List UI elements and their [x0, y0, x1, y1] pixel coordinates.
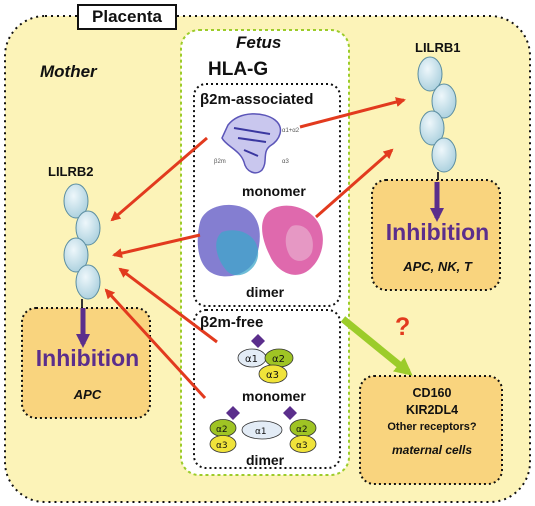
lilrb2-label: LILRB2	[48, 164, 94, 179]
lilrb1-label: LILRB1	[415, 40, 461, 55]
arrow-dimer-to-lilrb1	[315, 148, 394, 219]
lilrb2-receptor	[63, 183, 101, 309]
dimer-left-alpha2-label: α2	[216, 425, 228, 435]
arrow-b2m-to-lilrb1	[299, 97, 406, 129]
receptor-other: Other receptors?	[387, 421, 477, 433]
fetus-label: Fetus	[236, 33, 282, 52]
receptor-maternal-cells: maternal cells	[391, 443, 473, 457]
other-receptors-box	[359, 375, 503, 485]
monomer-label-1: monomer	[242, 183, 306, 199]
receptor-cd160: CD160	[412, 386, 452, 400]
svg-text:β2m: β2m	[214, 159, 226, 165]
mother-label: Mother	[40, 62, 97, 81]
other-receptors-text: CD160 KIR2DL4 Other receptors? maternal …	[368, 385, 496, 459]
dimer-label-2: dimer	[246, 452, 285, 468]
receptor-kir2dl4: KIR2DL4	[405, 403, 459, 417]
inhibition-targets-left: APC	[73, 387, 102, 402]
hla-g-label: HLA-G	[208, 59, 269, 80]
inhibition-box-right	[371, 179, 501, 291]
svg-text:α1+α2: α1+α2	[282, 128, 300, 134]
dimer-right-alpha3-label: α3	[296, 441, 308, 451]
arrow-monomer-to-lilrb2	[110, 136, 208, 222]
protein-dimer-structure	[197, 204, 323, 277]
arrow-to-other-receptors	[340, 316, 413, 376]
dimer-label-1: dimer	[246, 284, 285, 300]
alpha2-label: α2	[272, 354, 285, 365]
dimer-right-alpha2-label: α2	[296, 425, 308, 435]
arrow-dimer-to-lilrb2	[112, 233, 201, 259]
b2m-free-dimer-schematic: α2 α3 α1 α2 α3	[209, 406, 317, 453]
b2m-free-monomer-schematic: α1 α2 α3	[237, 334, 294, 384]
arrow-free-monomer-to-lilrb2	[118, 267, 218, 344]
placenta-label: Placenta	[77, 4, 177, 30]
alpha3-label: α3	[266, 370, 279, 381]
b2m-free-label: β2m-free	[200, 314, 264, 331]
inhibition-label-right: Inhibition	[385, 219, 490, 245]
alpha1-label: α1	[245, 354, 258, 365]
inhibition-label-left: Inhibition	[35, 345, 140, 371]
b2m-associated-label: β2m-associated	[200, 91, 314, 108]
arrow-free-dimer-to-lilrb2	[104, 288, 207, 400]
inhibition-box-left	[21, 307, 151, 419]
lilrb1-receptor	[417, 56, 457, 184]
question-mark: ?	[395, 313, 411, 341]
svg-text:α3: α3	[282, 159, 289, 165]
dimer-left-alpha3-label: α3	[216, 441, 228, 451]
dimer-center-alpha1-label: α1	[255, 427, 267, 437]
protein-monomer-structure: α1+α2 α3 β2m	[214, 113, 300, 174]
inhibition-targets-right: APC, NK, T	[403, 259, 472, 274]
monomer-label-2: monomer	[242, 388, 306, 404]
